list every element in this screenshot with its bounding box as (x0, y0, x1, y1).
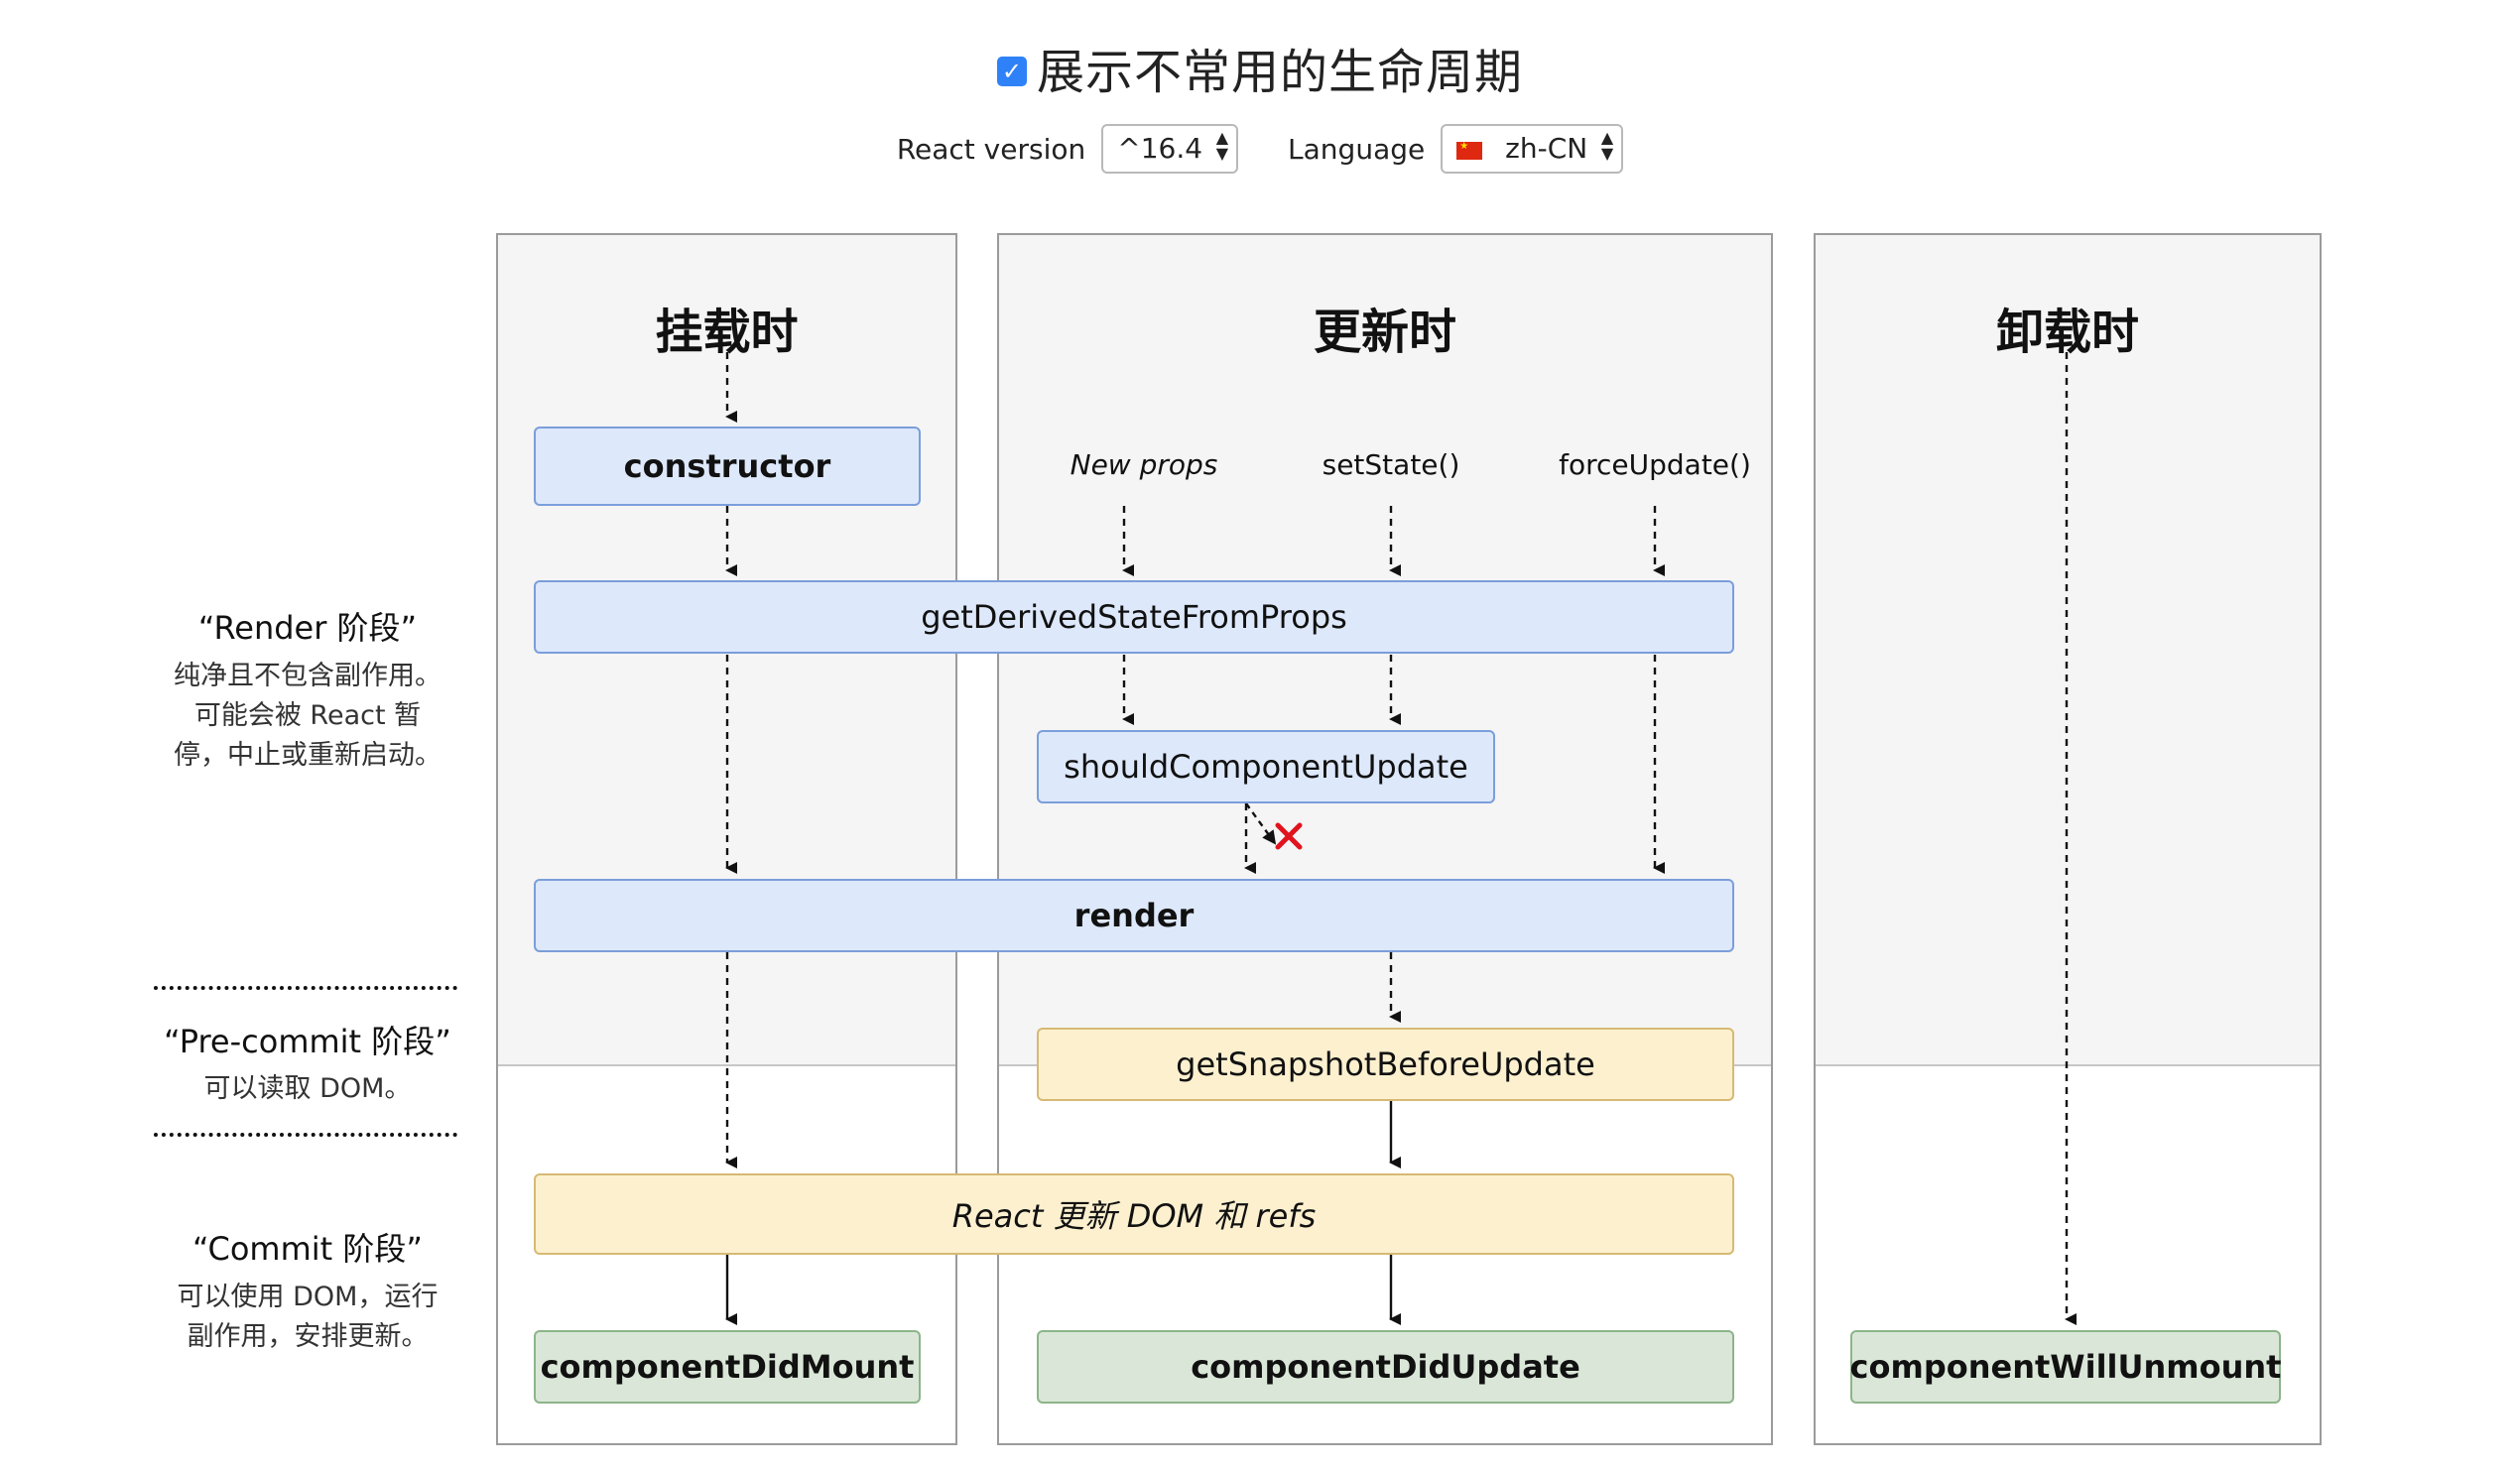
commit-desc-line: 副作用，安排更新。 (187, 1321, 429, 1352)
render-phase-desc: 纯净且不包含副作用。 可能会被 React 暂 停，中止或重新启动。 (139, 657, 476, 776)
react-version-select[interactable]: ^16.4 ▲▼ (1101, 124, 1239, 174)
trigger-force-update: forceUpdate() (1559, 448, 1751, 481)
render-phase-title: “Render 阶段” (197, 609, 418, 647)
commit-phase-title: “Commit 阶段” (192, 1230, 423, 1268)
settings-bar: React version ^16.4 ▲▼ Language zh-CN ▲▼ (0, 119, 2520, 179)
component-will-unmount-node: componentWillUnmount (1850, 1330, 2281, 1404)
page-title: 展示不常用的生命周期 (1036, 45, 1523, 100)
react-version-label: React version (896, 132, 1086, 166)
header-title-row: ✓ 展示不常用的生命周期 (0, 28, 2520, 107)
react-version-value: ^16.4 (1117, 132, 1203, 165)
phase-divider (154, 1133, 457, 1137)
mounting-column-title: 挂载时 (655, 305, 799, 360)
commit-phase-desc: 可以使用 DOM，运行 副作用，安排更新。 (139, 1278, 476, 1357)
commit-desc-line: 可以使用 DOM，运行 (177, 1282, 439, 1312)
get-snapshot-before-update-node: getSnapshotBeforeUpdate (1037, 1028, 1734, 1101)
constructor-node: constructor (534, 427, 921, 506)
trigger-set-state: setState() (1322, 448, 1460, 481)
show-uncommon-checkbox[interactable]: ✓ (996, 57, 1027, 86)
precommit-phase-title: “Pre-commit 阶段” (164, 1023, 451, 1060)
should-component-update-node: shouldComponentUpdate (1037, 730, 1495, 803)
trigger-new-props: New props (1070, 448, 1218, 481)
updating-column-title: 更新时 (1313, 305, 1456, 360)
render-desc-line: 纯净且不包含副作用。 (174, 661, 441, 691)
arrow (1245, 802, 1277, 845)
select-arrows-icon: ▲▼ (1600, 128, 1614, 163)
render-desc-line: 停，中止或重新启动。 (174, 740, 441, 771)
china-flag-icon (1456, 142, 1483, 160)
render-node: render (534, 879, 1734, 952)
phase-divider (154, 986, 457, 990)
component-did-mount-node: componentDidMount (534, 1330, 921, 1404)
language-value: zh-CN (1505, 132, 1588, 165)
react-updates-dom-node: React 更新 DOM 和 refs (534, 1173, 1734, 1255)
render-desc-line: 可能会被 React 暂 (193, 700, 422, 731)
get-derived-state-from-props-node: getDerivedStateFromProps (534, 580, 1734, 654)
precommit-phase-desc: 可以读取 DOM。 (139, 1069, 476, 1109)
language-select[interactable]: zh-CN ▲▼ (1441, 124, 1624, 174)
precommit-desc-line: 可以读取 DOM。 (203, 1073, 412, 1104)
unmounting-column-title: 卸载时 (1995, 305, 2139, 360)
select-arrows-icon: ▲▼ (1215, 128, 1229, 163)
reject-x-icon (1275, 822, 1303, 850)
language-label: Language (1288, 132, 1426, 166)
component-did-update-node: componentDidUpdate (1037, 1330, 1734, 1404)
